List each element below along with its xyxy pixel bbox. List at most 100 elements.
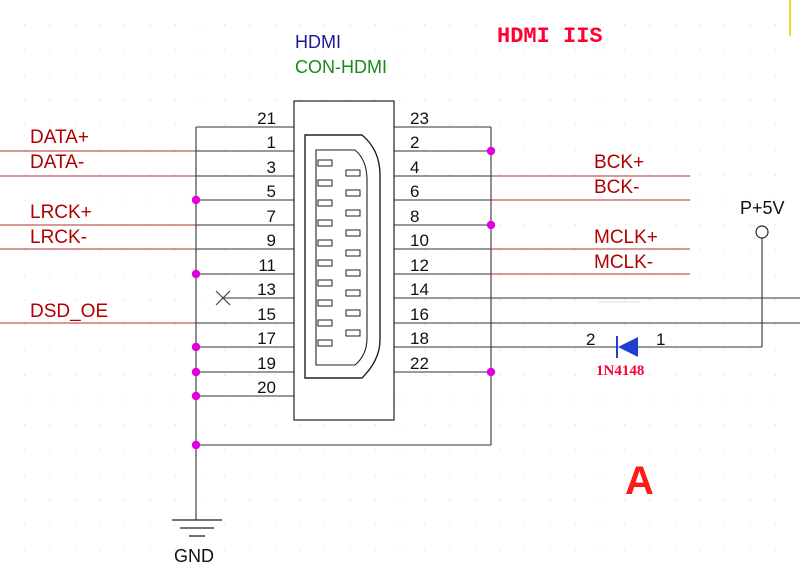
contact-pad bbox=[345, 169, 361, 177]
diode-pin-2: 2 bbox=[586, 330, 595, 349]
grid-dot bbox=[574, 299, 576, 301]
hdmi-connector-symbol bbox=[293, 100, 395, 421]
grid-dot bbox=[624, 99, 626, 101]
grid-dot bbox=[724, 49, 726, 51]
grid-dot bbox=[574, 124, 576, 126]
grid-dot bbox=[424, 349, 426, 351]
grid-dot bbox=[49, 24, 51, 26]
grid-dot bbox=[699, 424, 701, 426]
grid-dot bbox=[74, 49, 76, 51]
grid-dot bbox=[49, 99, 51, 101]
grid-dot bbox=[49, 174, 51, 176]
grid-dot bbox=[149, 299, 151, 301]
grid-dot bbox=[424, 424, 426, 426]
grid-dot bbox=[599, 449, 601, 451]
grid-dot bbox=[299, 524, 301, 526]
grid-dot bbox=[124, 249, 126, 251]
grid-dot bbox=[749, 249, 751, 251]
grid-dot bbox=[699, 49, 701, 51]
ground-label: GND bbox=[174, 546, 214, 566]
sheet-mark: A bbox=[625, 459, 654, 503]
grid-dot bbox=[349, 499, 351, 501]
grid-dot bbox=[249, 324, 251, 326]
grid-dot bbox=[574, 499, 576, 501]
grid-dot bbox=[249, 524, 251, 526]
grid-dot bbox=[499, 224, 501, 226]
grid-dot bbox=[724, 374, 726, 376]
grid-dot bbox=[274, 24, 276, 26]
grid-dot bbox=[749, 299, 751, 301]
grid-dot bbox=[674, 174, 676, 176]
grid-dot bbox=[24, 474, 26, 476]
grid-dot bbox=[774, 149, 776, 151]
grid-dot bbox=[24, 24, 26, 26]
grid-dot bbox=[74, 149, 76, 151]
grid-dot bbox=[149, 124, 151, 126]
grid-dot bbox=[599, 424, 601, 426]
grid-dot bbox=[199, 74, 201, 76]
grid-dot bbox=[674, 249, 676, 251]
grid-dot bbox=[574, 549, 576, 551]
ground-symbol: GND bbox=[172, 519, 222, 566]
grid-dot bbox=[624, 299, 626, 301]
power-port: P+5V bbox=[740, 198, 785, 239]
junction-dot bbox=[191, 342, 201, 352]
grid-dot bbox=[124, 99, 126, 101]
grid-dot bbox=[474, 449, 476, 451]
grid-dot bbox=[224, 324, 226, 326]
grid-dot bbox=[249, 149, 251, 151]
grid-dot bbox=[549, 549, 551, 551]
grid-dot bbox=[674, 224, 676, 226]
grid-dot bbox=[374, 474, 376, 476]
grid-dot bbox=[774, 399, 776, 401]
grid-dot bbox=[199, 49, 201, 51]
grid-dot bbox=[149, 424, 151, 426]
grid-dot bbox=[774, 524, 776, 526]
grid-dot bbox=[424, 449, 426, 451]
diode-pin-1: 1 bbox=[656, 330, 665, 349]
grid-dot bbox=[674, 449, 676, 451]
grid-dot bbox=[24, 49, 26, 51]
grid-dot bbox=[599, 549, 601, 551]
grid-dot bbox=[99, 349, 101, 351]
grid-dot bbox=[274, 149, 276, 151]
grid-dot bbox=[24, 549, 26, 551]
grid-dot bbox=[599, 49, 601, 51]
grid-dot bbox=[124, 324, 126, 326]
grid-dot bbox=[524, 99, 526, 101]
grid-dot bbox=[324, 549, 326, 551]
grid-dot bbox=[299, 24, 301, 26]
grid-dot bbox=[224, 524, 226, 526]
grid-dot bbox=[449, 349, 451, 351]
grid-dot bbox=[299, 424, 301, 426]
grid-dot bbox=[249, 424, 251, 426]
contact-pad bbox=[317, 259, 333, 267]
grid-dot bbox=[49, 549, 51, 551]
grid-dot bbox=[374, 74, 376, 76]
grid-dot bbox=[449, 74, 451, 76]
grid-dot bbox=[249, 174, 251, 176]
grid-dot bbox=[774, 174, 776, 176]
grid-dot bbox=[449, 124, 451, 126]
grid-dot bbox=[274, 524, 276, 526]
grid-dot bbox=[24, 149, 26, 151]
grid-dot bbox=[474, 424, 476, 426]
pin-number: 4 bbox=[410, 158, 419, 177]
grid-dot bbox=[249, 474, 251, 476]
connector-contacts bbox=[317, 159, 361, 347]
grid-dot bbox=[149, 249, 151, 251]
grid-dot bbox=[724, 324, 726, 326]
grid-dot bbox=[549, 49, 551, 51]
grid-dot bbox=[174, 349, 176, 351]
grid-dot bbox=[99, 49, 101, 51]
grid-dot bbox=[124, 549, 126, 551]
grid-dot bbox=[624, 474, 626, 476]
connector-reference: HDMI bbox=[295, 32, 341, 52]
grid-dot bbox=[249, 24, 251, 26]
grid-dot bbox=[124, 274, 126, 276]
grid-dot bbox=[674, 424, 676, 426]
grid-dot bbox=[549, 299, 551, 301]
sheet-grid bbox=[24, 24, 776, 551]
grid-dot bbox=[724, 474, 726, 476]
